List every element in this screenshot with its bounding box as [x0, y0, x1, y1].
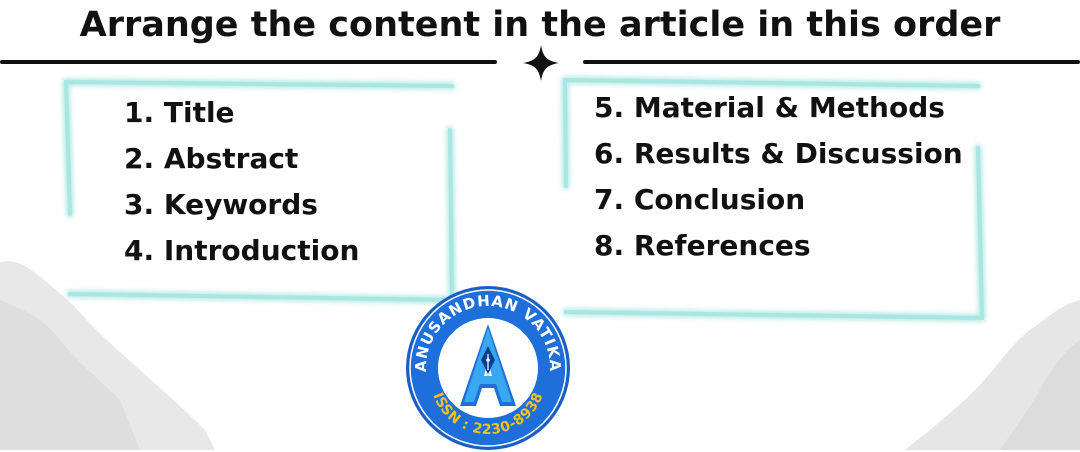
- list-item: 4. Introduction: [124, 234, 360, 267]
- list-item: 6. Results & Discussion: [594, 137, 963, 170]
- list-item: 7. Conclusion: [594, 183, 806, 216]
- star-divider-icon: [523, 45, 559, 81]
- right-list: 5. Material & Methods 6. Results & Discu…: [594, 85, 963, 269]
- right-frame: [561, 76, 986, 322]
- page-title: Arrange the content in the article in th…: [79, 5, 1001, 45]
- divider-right: [583, 60, 1080, 64]
- list-item: 8. References: [594, 229, 811, 262]
- left-list: 1. Title 2. Abstract 3. Keywords 4. Intr…: [124, 90, 359, 274]
- list-item: 1. Title: [124, 96, 235, 129]
- pen-nib-icon: [481, 346, 495, 374]
- list-item: 3. Keywords: [124, 188, 318, 221]
- list-item: 5. Material & Methods: [594, 91, 945, 124]
- anusandhan-vatika-logo: ANUSANDHAN VATIKA ISSN : 2230-8938: [406, 286, 570, 450]
- left-frame: [62, 78, 456, 304]
- divider-left: [0, 60, 497, 64]
- list-item: 2. Abstract: [124, 142, 299, 175]
